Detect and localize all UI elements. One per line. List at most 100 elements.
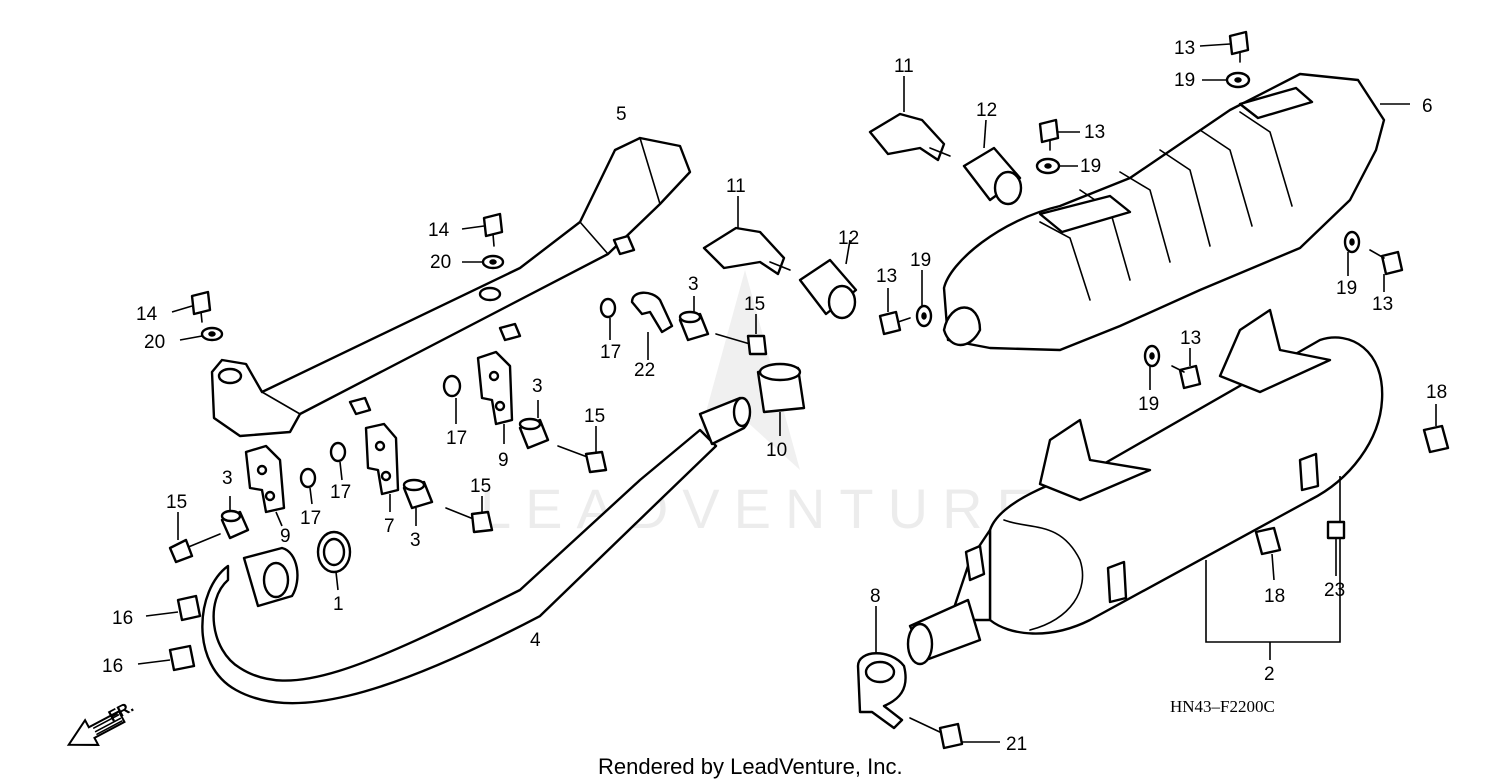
- callout-15a: 15: [166, 492, 187, 513]
- part-17-nut-c: [442, 374, 462, 424]
- callout-19e: 19: [1138, 394, 1159, 415]
- part-23-drain-plug: [1326, 520, 1346, 576]
- callout-23: 23: [1324, 580, 1345, 601]
- callout-22: 22: [634, 360, 655, 381]
- part-17-nut-b: [329, 441, 347, 481]
- callout-3b: 3: [410, 530, 421, 551]
- callout-labels: 1 2 3 3 3 3 4 5 6 7 8 9 9 10 11 11 12 12…: [102, 38, 1447, 755]
- callout-3a: 3: [222, 468, 233, 489]
- callout-13e: 13: [1180, 328, 1201, 349]
- part-13-bolt-front: [878, 288, 911, 336]
- callout-20a: 20: [430, 252, 451, 273]
- watermark-text: LEADVENTURE: [480, 477, 1048, 540]
- part-14-bolt-lower: [171, 290, 212, 323]
- part-4-exhaust-pipe: [201, 396, 752, 705]
- callout-12b: 12: [976, 100, 997, 121]
- part-19-washer-upper-mid: [1035, 157, 1078, 175]
- part-16-nut-lower: [137, 644, 196, 672]
- callout-2: 2: [1264, 664, 1275, 685]
- callout-13a: 13: [1174, 38, 1195, 59]
- part-8-band-clamp: [856, 606, 907, 730]
- part-9-bracket-right: [476, 350, 514, 444]
- callout-17b: 17: [330, 482, 351, 503]
- callout-15d: 15: [744, 294, 765, 315]
- part-10-joint-ring: [756, 362, 806, 436]
- part-17-nut-d: [599, 297, 617, 340]
- part-3-collar-b: [402, 478, 434, 526]
- part-5-exhaust-stay: [210, 136, 692, 438]
- part-12-rubber-right: [962, 119, 1023, 206]
- callout-1: 1: [333, 594, 344, 615]
- part-19-washer-rear: [1343, 230, 1361, 276]
- callout-21: 21: [1006, 734, 1027, 755]
- callout-14a: 14: [428, 220, 450, 241]
- part-19-washer-top: [1202, 71, 1251, 89]
- part-9-bracket-left: [244, 444, 286, 527]
- part-13-bolt-rear: [1369, 249, 1404, 292]
- part-15-bolt-c: [557, 426, 608, 474]
- part-12-rubber-left: [798, 239, 858, 320]
- part-22-clamp: [630, 291, 674, 360]
- callout-16b: 16: [102, 656, 123, 677]
- part-7-bracket: [364, 422, 400, 512]
- diagram-code: HN43–F2200C: [1170, 697, 1275, 716]
- part-3-collar-a: [220, 496, 250, 540]
- part-11-mount-pin-left: [702, 196, 791, 276]
- callout-17c: 17: [446, 428, 467, 449]
- callout-9a: 9: [280, 526, 291, 547]
- callout-12a: 12: [838, 228, 859, 249]
- callout-19b: 19: [1080, 156, 1101, 177]
- part-14-bolt-upper: [461, 212, 504, 247]
- part-20-washer-upper: [462, 254, 505, 270]
- part-6-heat-protector: [942, 72, 1410, 352]
- part-18-nut-rear: [1422, 404, 1450, 454]
- part-17-nut-a: [299, 467, 317, 505]
- callout-17a: 17: [300, 508, 321, 529]
- part-3-collar-d: [678, 296, 710, 342]
- callout-15b: 15: [470, 476, 491, 497]
- callout-3c: 3: [532, 376, 543, 397]
- part-19-washer-lower: [1143, 344, 1161, 390]
- front-direction-arrow-icon: [66, 709, 126, 746]
- part-15-bolt-d: [715, 314, 768, 356]
- callout-16a: 16: [112, 608, 133, 629]
- callout-18b: 18: [1264, 586, 1285, 607]
- callout-8: 8: [870, 586, 881, 607]
- part-18-nut-lower: [1254, 526, 1282, 581]
- callout-11b: 11: [894, 56, 914, 77]
- part-11-mount-pin-right: [868, 76, 951, 162]
- callout-5: 5: [616, 104, 627, 125]
- part-3-collar-c: [518, 400, 550, 450]
- callout-15c: 15: [584, 406, 605, 427]
- render-credit: Rendered by LeadVenture, Inc.: [598, 754, 903, 779]
- callout-13c: 13: [876, 266, 897, 287]
- callout-20b: 20: [144, 332, 165, 353]
- callout-17d: 17: [600, 342, 621, 363]
- callout-19a: 19: [1174, 70, 1195, 91]
- part-16-nut-upper: [145, 594, 202, 622]
- part-2-muffler: [906, 308, 1384, 666]
- part-13-bolt-lower: [1171, 348, 1202, 390]
- callout-13b: 13: [1084, 122, 1105, 143]
- callout-3d: 3: [688, 274, 699, 295]
- callout-13d: 13: [1372, 294, 1393, 315]
- callout-6: 6: [1422, 96, 1433, 117]
- callout-7: 7: [384, 516, 395, 537]
- callout-18a: 18: [1426, 382, 1447, 403]
- callout-14b: 14: [136, 304, 158, 325]
- callout-10: 10: [766, 440, 787, 461]
- part-1-gasket: [316, 530, 352, 591]
- part-15-bolt-b: [445, 496, 494, 534]
- part-19-washer-front: [915, 270, 933, 328]
- part-20-washer-lower: [179, 326, 224, 342]
- part-13-bolt-upper-mid: [1038, 118, 1080, 151]
- part-21-bolt: [909, 717, 1000, 750]
- callout-19c: 19: [910, 250, 931, 271]
- callout-9b: 9: [498, 450, 509, 471]
- callout-4: 4: [530, 630, 541, 651]
- callout-19d: 19: [1336, 278, 1357, 299]
- callout-11a: 11: [726, 176, 746, 197]
- part-15-bolt-a: [168, 512, 221, 564]
- part-13-bolt-top: [1199, 30, 1250, 63]
